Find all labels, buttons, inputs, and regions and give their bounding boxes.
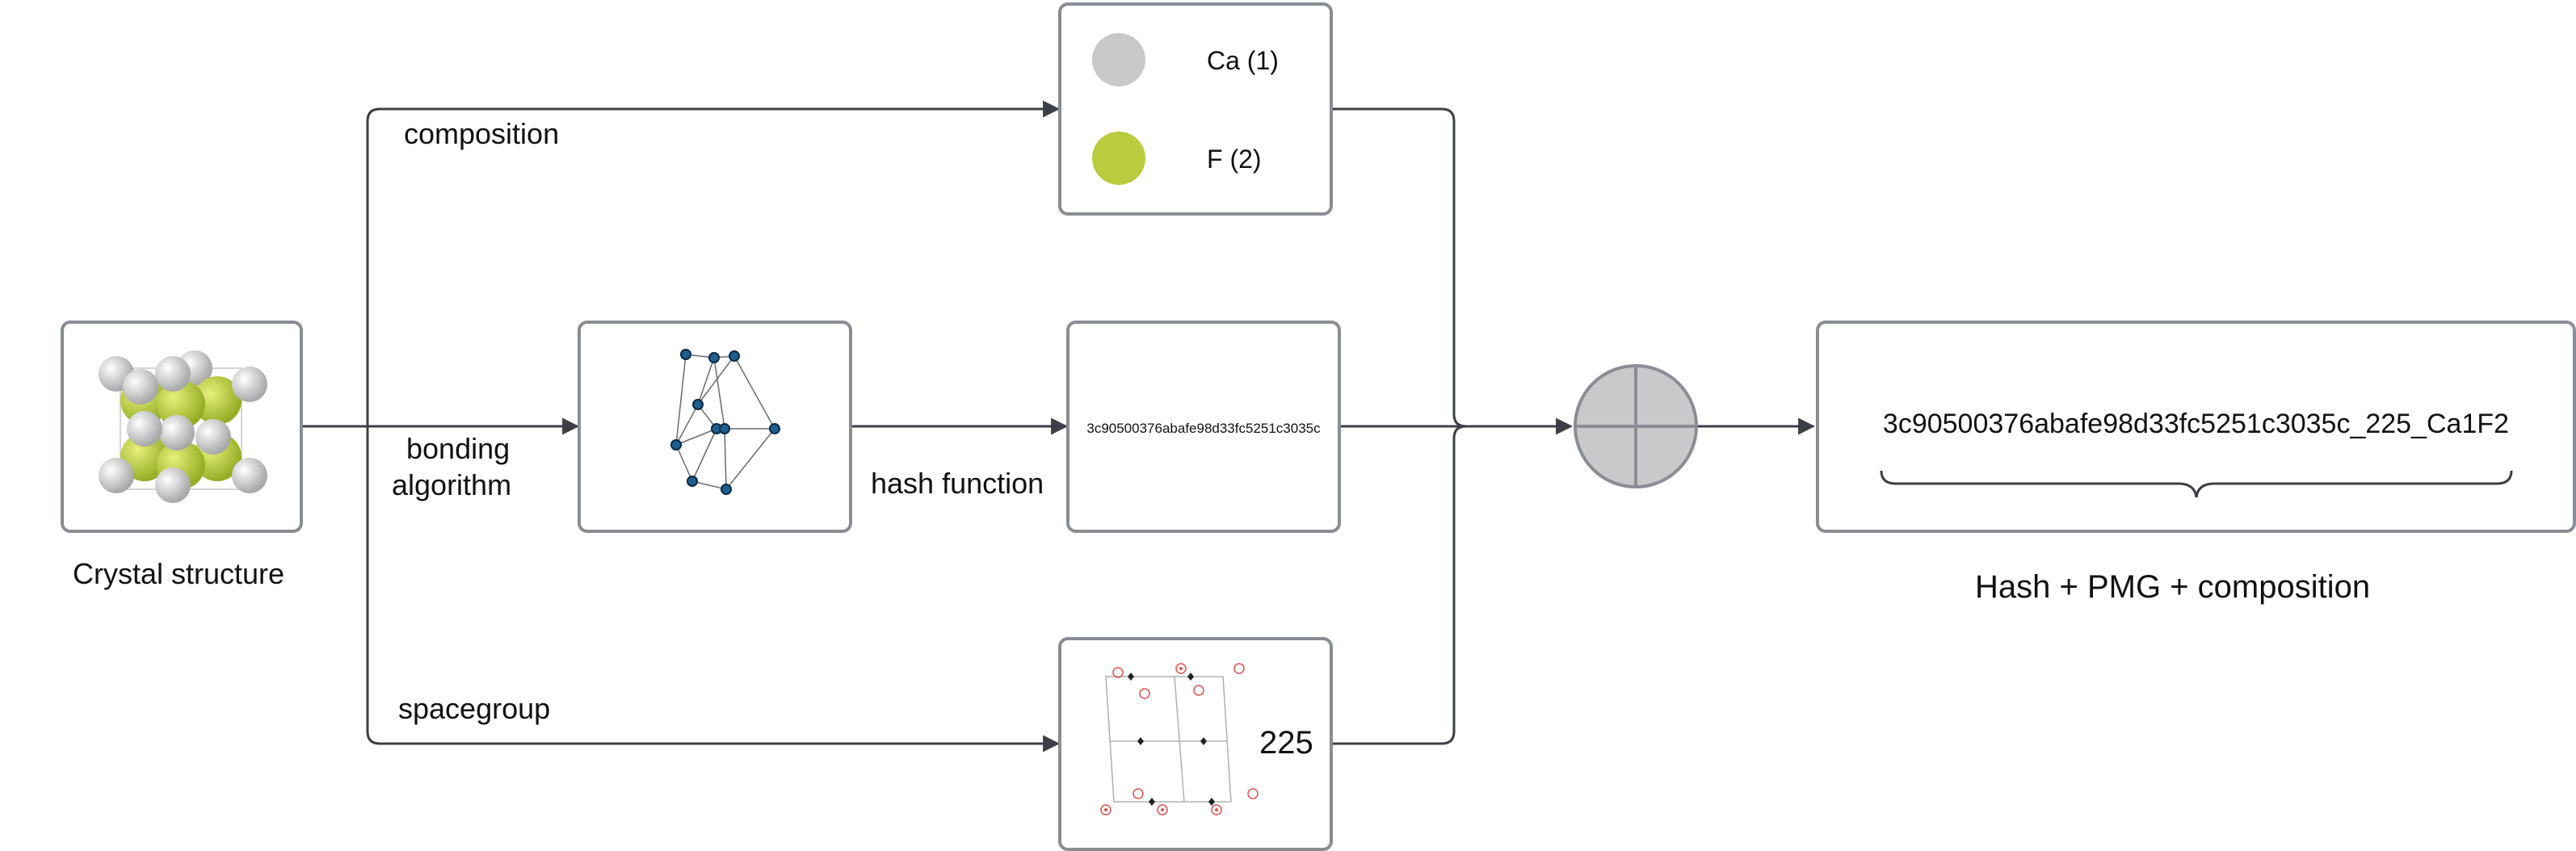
bonding-algorithm-label-line2: algorithm <box>392 468 512 501</box>
crystal-structure-box <box>61 321 303 533</box>
composition-row-f: F (2) <box>1061 128 1330 193</box>
composition-label: composition <box>404 117 560 150</box>
bond-graph-box <box>578 321 852 533</box>
spacegroup-box: 225 <box>1058 637 1333 851</box>
final-key-box: 3c90500376abafe98d33fc5251c3035c_225_Ca1… <box>1816 321 2576 533</box>
composition-label-f: F (2) <box>1207 145 1262 174</box>
final-caption: Hash + PMG + composition <box>1975 569 2371 605</box>
final-key-value: 3c90500376abafe98d33fc5251c3035c_225_Ca1… <box>1882 409 2510 439</box>
bonding-algorithm-label-line1: bonding <box>406 432 511 465</box>
hash-box: 3c90500376abafe98d33fc5251c3035c <box>1066 321 1341 533</box>
hash-value: 3c90500376abafe98d33fc5251c3035c <box>1086 421 1321 436</box>
crystal-structure-icon <box>99 350 267 503</box>
spacegroup-number: 225 <box>1259 725 1313 761</box>
connector-spacegroup-merge <box>1333 425 1467 745</box>
connector-composition-merge <box>1333 107 1467 428</box>
connector-spacegroup <box>366 426 1061 752</box>
f-atom-icon <box>1092 132 1145 185</box>
connector-composition <box>366 100 1061 426</box>
composition-box: Ca (1) F (2) <box>1058 2 1333 216</box>
bond-graph-icon <box>670 349 780 495</box>
crystal-structure-label: Crystal structure <box>73 557 285 590</box>
symmetry-diagram-icon <box>1100 663 1259 815</box>
circle-plus-icon <box>1574 364 1698 488</box>
composition-row-ca: Ca (1) <box>1061 30 1330 94</box>
hash-function-label: hash function <box>871 467 1044 500</box>
spacegroup-label: spacegroup <box>398 692 551 725</box>
underbrace-icon <box>1880 470 2513 498</box>
composition-label-ca: Ca (1) <box>1207 46 1279 75</box>
ca-atom-icon <box>1092 33 1145 86</box>
